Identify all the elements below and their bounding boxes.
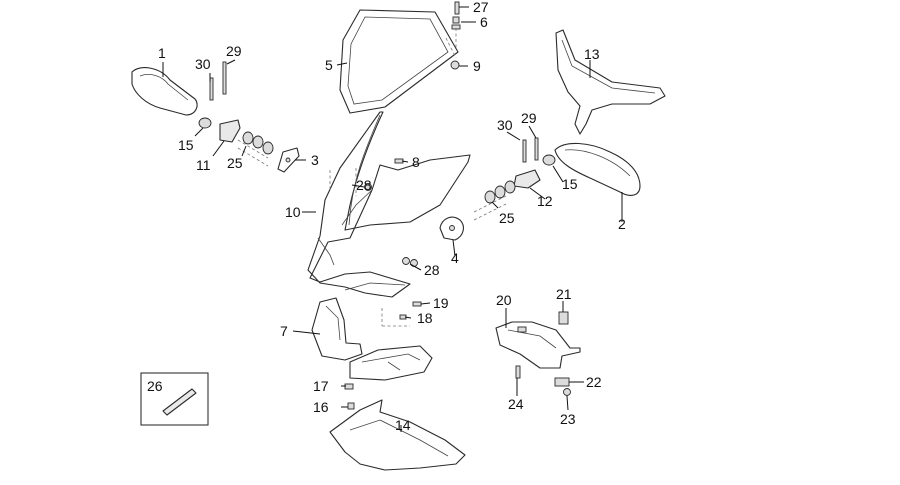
- callout-28b: 28: [424, 262, 440, 278]
- callout-13: 13: [584, 46, 600, 62]
- support-bracket-part: [495, 321, 581, 369]
- front-fairing-part: [307, 111, 471, 298]
- callout-25a: 25: [227, 155, 243, 171]
- right-mirror-bracket-12: [513, 169, 541, 189]
- belly-pan-part: [329, 399, 466, 471]
- left-mount-plate-3: [277, 147, 300, 173]
- callout-17: 17: [313, 378, 329, 394]
- callout-30b: 30: [497, 117, 513, 133]
- callout-15b: 15: [562, 176, 578, 192]
- right-mirror-grommet-15: [542, 154, 556, 166]
- callout-2: 2: [618, 216, 626, 232]
- air-duct-part: [349, 345, 433, 381]
- callout-1: 1: [158, 45, 166, 61]
- callout-6: 6: [480, 14, 488, 30]
- bracket-bushing-22: [554, 377, 570, 387]
- callout-14: 14: [395, 417, 411, 433]
- callout-30a: 30: [195, 56, 211, 72]
- callout-16: 16: [313, 399, 329, 415]
- bracket-grommet-21: [558, 311, 569, 325]
- left-mirror-grommet-15: [198, 117, 212, 129]
- callout-20: 20: [496, 292, 512, 308]
- callout-8: 8: [412, 154, 420, 170]
- left-mirror-part: [131, 67, 198, 116]
- windshield-nut-9: [450, 60, 460, 70]
- callout-11: 11: [196, 157, 211, 173]
- callout-22: 22: [586, 374, 602, 390]
- left-bolts-29-30: [209, 61, 227, 101]
- callout-3: 3: [311, 152, 319, 168]
- windshield-bolt-27: [454, 1, 460, 15]
- callout-7: 7: [280, 323, 288, 339]
- callout-18: 18: [417, 310, 433, 326]
- fairing-screw-8: [394, 158, 404, 164]
- left-mirror-bracket-11: [219, 119, 241, 143]
- pad-kit-frame: [140, 372, 209, 426]
- callout-5: 5: [325, 57, 333, 73]
- callout-15a: 15: [178, 137, 194, 153]
- callout-28a: 28: [356, 177, 372, 193]
- callout-4: 4: [451, 250, 459, 266]
- leader-lines: [162, 6, 623, 432]
- bracket-screw-24: [515, 365, 521, 379]
- callout-10: 10: [285, 204, 301, 220]
- lower-inner-panel-part: [311, 297, 363, 361]
- callout-23: 23: [560, 411, 576, 427]
- callout-26: 26: [147, 378, 163, 394]
- belly-pan-screw-16: [347, 402, 355, 410]
- adhesive-pad-26: [162, 388, 197, 416]
- bracket-screw-23: [563, 388, 571, 396]
- callout-29b: 29: [521, 110, 537, 126]
- right-spacer-set-25: [484, 180, 516, 204]
- callout-12: 12: [537, 193, 553, 209]
- right-mirror-part: [554, 142, 641, 196]
- right-bolts-29-30: [522, 137, 539, 163]
- callout-27: 27: [473, 0, 489, 15]
- callout-19: 19: [433, 295, 449, 311]
- belly-pan-clip-17: [344, 383, 354, 390]
- windshield-screw-6: [451, 16, 461, 30]
- windshield-part: [339, 9, 459, 114]
- callout-21: 21: [556, 286, 572, 302]
- callout-9: 9: [473, 58, 481, 74]
- callout-25b: 25: [499, 210, 515, 226]
- callout-24: 24: [508, 396, 524, 412]
- left-spacer-set-25: [242, 131, 274, 155]
- side-panel-part: [555, 29, 666, 135]
- right-mount-plate-4: [439, 216, 464, 241]
- callout-29a: 29: [226, 43, 242, 59]
